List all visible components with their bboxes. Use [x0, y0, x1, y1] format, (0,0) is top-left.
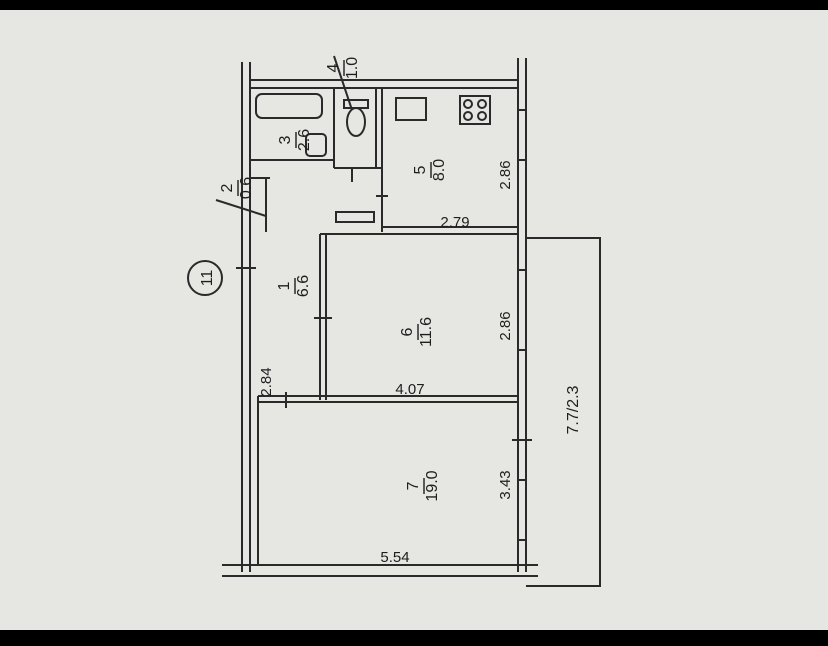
- room4-area: 1.0: [344, 57, 361, 79]
- dim-hall-width: 2.84: [258, 367, 275, 396]
- room6-number: 6: [399, 327, 416, 336]
- unit-number: 11: [199, 270, 216, 287]
- toilet: [346, 107, 366, 137]
- window-room7: [517, 479, 527, 541]
- room3-area: 2.6: [296, 129, 313, 151]
- room5-area: 8.0: [431, 159, 448, 181]
- room7-number: 7: [405, 481, 422, 490]
- room3-number: 3: [277, 135, 294, 144]
- dim-room6-width: 2.86: [497, 311, 514, 340]
- room4-number: 4: [325, 63, 342, 72]
- bathtub: [255, 93, 323, 119]
- burner-2: [477, 99, 487, 109]
- dim-kitchen-depth: 2.79: [440, 214, 469, 231]
- room7-area: 19.0: [424, 470, 441, 501]
- unit-circle: [187, 260, 223, 296]
- dim-room7-depth: 5.54: [380, 549, 409, 566]
- bath-sink: [305, 133, 327, 157]
- burner-4: [477, 111, 487, 121]
- window-kitchen: [517, 109, 527, 161]
- dim-room6-depth: 4.07: [395, 381, 424, 398]
- stove: [459, 95, 491, 125]
- dim-room7-width: 3.43: [497, 470, 514, 499]
- burner-1: [463, 99, 473, 109]
- burner-3: [463, 111, 473, 121]
- leader-room2: [215, 199, 267, 217]
- floor-plan-photo: 11 4 1.0 3 2.6 2 0.6 5 8.0 1 6.6 6 11.6 …: [0, 10, 828, 630]
- balcony-label: 7.7/2.3: [565, 385, 582, 434]
- kitchen-sink: [395, 97, 427, 121]
- floor-plan: 11 4 1.0 3 2.6 2 0.6 5 8.0 1 6.6 6 11.6 …: [187, 55, 601, 587]
- dim-kitchen-width: 2.86: [497, 160, 514, 189]
- room6-area: 11.6: [418, 317, 435, 347]
- room2-number: 2: [219, 183, 236, 192]
- balcony-outline: [526, 237, 601, 587]
- room2-area: 0.6: [238, 177, 255, 199]
- toilet-tank: [343, 99, 369, 109]
- radiator: [335, 211, 375, 223]
- room1-area: 6.6: [295, 275, 312, 297]
- room5-number: 5: [412, 165, 429, 174]
- leader-room4: [333, 55, 353, 111]
- window-room6: [517, 269, 527, 351]
- room1-number: 1: [276, 281, 293, 290]
